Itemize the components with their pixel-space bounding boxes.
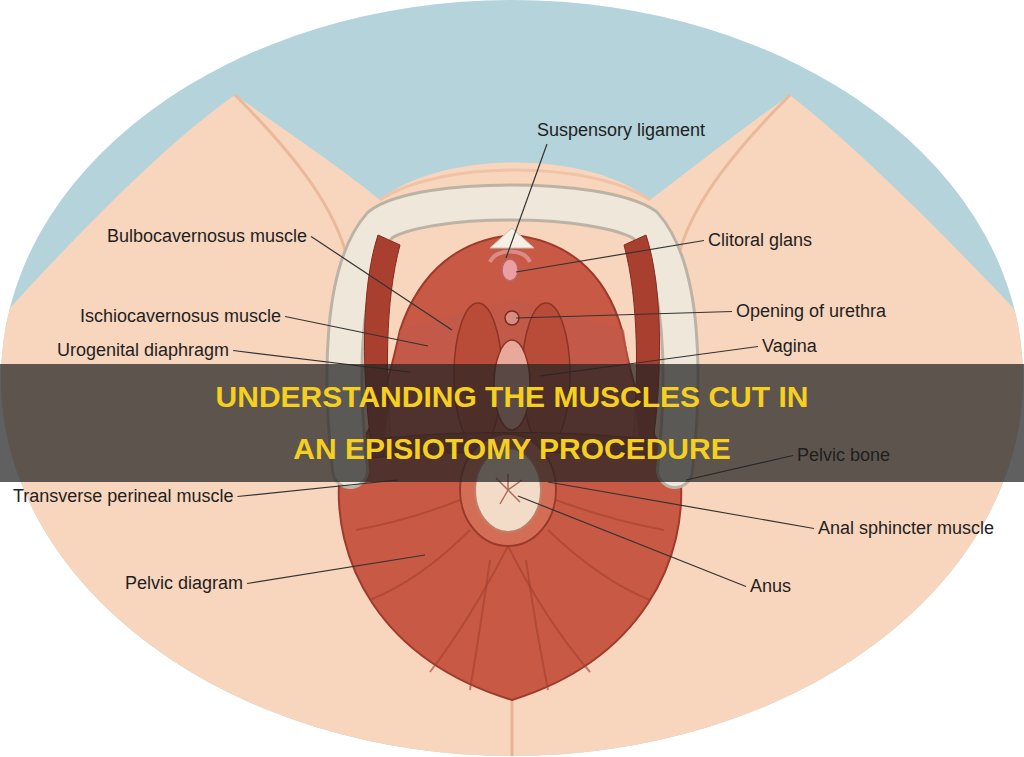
leader-line [311,237,452,331]
title-banner [0,364,1024,482]
muscle-fibre [556,500,664,530]
thigh-crease [680,95,790,250]
muscle-fibre [526,560,548,690]
leader-line [237,480,398,497]
part-label: Ischiocavernosus muscle [80,306,281,327]
part-label: Bulbocavernosus muscle [107,226,307,247]
part-label: Anus [750,576,791,597]
leader-line [285,317,428,347]
part-label: Pelvic diagram [125,573,243,594]
part-label: Clitoral glans [708,230,812,251]
part-label: Urogenital diaphragm [57,340,229,361]
muscle-fibre [430,546,508,672]
part-label: Suspensory ligament [537,120,705,141]
leader-line [506,144,547,258]
muscle-fibre [548,530,650,600]
banner-title: UNDERSTANDING THE MUSCLES CUT IN AN EPIS… [202,371,822,475]
part-label: Opening of urethra [736,301,886,322]
leader-line [548,482,814,529]
muscle-fibre [356,500,460,530]
skin [0,95,1024,757]
clitoral-glans [502,259,518,281]
muscle-fibre [370,530,470,600]
leader-line [247,555,425,584]
body-group [0,95,1024,757]
leader-line [516,241,704,273]
gluteal-cleft [511,700,514,757]
muscle-fibre [508,546,590,672]
part-label: Vagina [762,336,817,357]
leader-line [518,496,746,587]
suspensory-ligament [490,228,534,248]
part-label: Pelvic bone [797,445,890,466]
part-label: Transverse perineal muscle [13,486,233,507]
muscle-fibre [470,560,490,690]
part-label: Anal sphincter muscle [818,518,994,539]
leader-line [516,312,732,319]
